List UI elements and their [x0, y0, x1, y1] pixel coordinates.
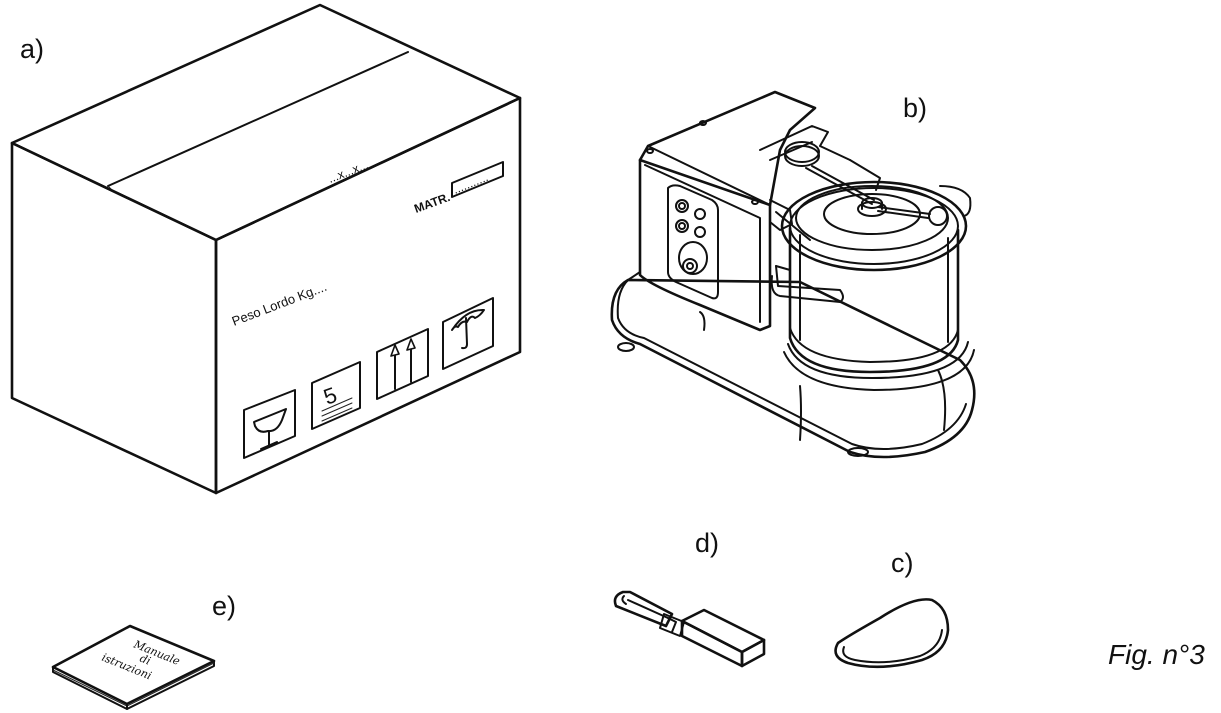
manual-title-line2: di — [138, 652, 153, 668]
label-d: d) — [695, 528, 720, 558]
stack-limit-number: 5 — [320, 382, 340, 410]
label-c: c) — [891, 548, 914, 578]
fragile-glass-icon — [243, 389, 296, 459]
dough-scraper — [834, 598, 950, 669]
shipping-box: ...x...x... MATR. ........... Peso Lordo… — [10, 3, 522, 495]
serial-value: ........... — [451, 170, 490, 197]
gross-weight-text: Peso Lordo Kg.... — [230, 279, 329, 329]
spatula-tool — [613, 590, 766, 668]
this-side-up-icon — [376, 328, 429, 400]
serial-box — [451, 161, 504, 198]
label-a: a) — [20, 34, 45, 64]
keep-dry-icon — [442, 297, 494, 370]
instruction-manual: Manuale di istruzioni — [51, 624, 216, 710]
figure-caption: Fig. n°3 — [1108, 639, 1205, 670]
label-e: e) — [212, 591, 237, 621]
serial-label: MATR. — [412, 190, 452, 216]
label-b: b) — [903, 93, 928, 123]
stack-limit-icon: 5 — [311, 361, 361, 430]
box-dimensions-text: ...x...x... — [326, 158, 370, 186]
cutter-machine — [610, 90, 976, 459]
